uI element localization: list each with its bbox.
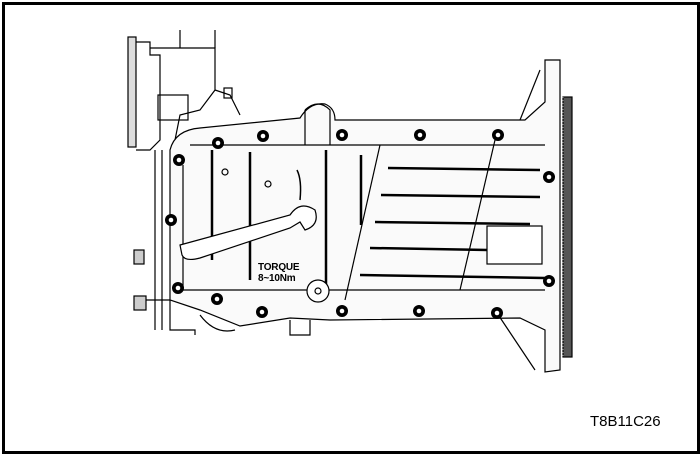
torque-label-title: TORQUE bbox=[258, 262, 300, 273]
oil-pan-body bbox=[169, 59, 561, 373]
torque-label-value: 8~10Nm bbox=[258, 273, 296, 284]
flywheel-ring-gear bbox=[562, 96, 573, 358]
torque-spec-label: TORQUE 8~10Nm bbox=[258, 262, 300, 284]
figure-code: T8B11C26 bbox=[590, 413, 661, 430]
timing-cover bbox=[127, 30, 241, 335]
bolts bbox=[165, 129, 555, 319]
